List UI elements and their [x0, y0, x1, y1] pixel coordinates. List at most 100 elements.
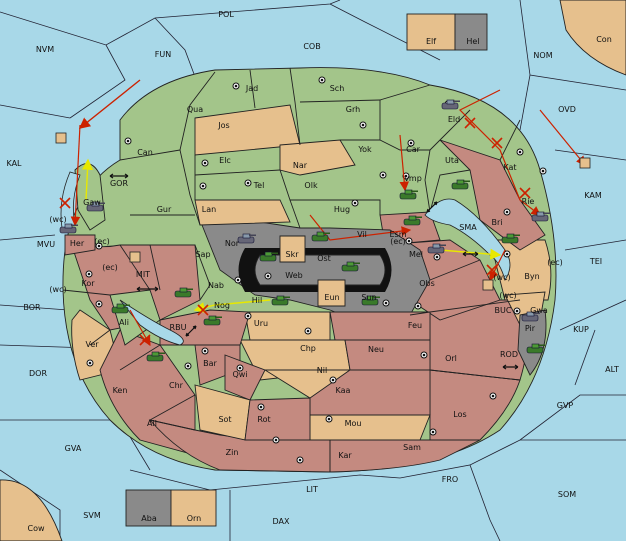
province-label-sot: Sot — [218, 415, 231, 424]
province-rie-shape[interactable] — [439, 139, 546, 251]
province-label-sap: Sap — [195, 250, 210, 259]
sea-label-dor: DOR — [29, 369, 47, 378]
sea-label-som: SOM — [558, 490, 576, 499]
box-orn[interactable] — [170, 489, 217, 527]
move-arrow — [70, 124, 81, 227]
sea-rbu-channel — [119, 299, 184, 346]
province-label-zin: Zin — [226, 448, 239, 457]
province-label-uru: Uru — [254, 319, 268, 328]
province-label-byn: Byn — [524, 272, 539, 281]
sea-label-nvm: NVM — [36, 45, 54, 54]
province-label-vil: Vil — [357, 230, 367, 239]
province-label-sun: Sun — [361, 293, 376, 302]
support-arrow — [439, 248, 502, 260]
supply-center-dot — [320, 78, 324, 82]
move-arrow — [78, 79, 141, 129]
province-label-ali: Ali — [119, 318, 129, 327]
supply-center-dot — [541, 169, 545, 173]
province-label-obs: Obs — [419, 279, 435, 288]
province-neu-shape[interactable] — [344, 339, 431, 371]
province-label-bri: Bri — [492, 218, 503, 227]
province-label-esm: Esm — [389, 230, 406, 239]
supply-center-dot — [435, 255, 439, 259]
box-elf[interactable] — [406, 13, 456, 51]
supply-center-dot — [407, 239, 411, 243]
province-label-nil: Nil — [317, 366, 327, 375]
box-label-orn: Orn — [187, 514, 202, 523]
box-label-elf: Elf — [426, 37, 436, 46]
sea-label-kam: KAM — [584, 191, 602, 200]
province-label-kat: Kat — [503, 163, 516, 172]
province-label-ken: Ken — [113, 386, 128, 395]
supply-center-dot — [491, 394, 495, 398]
province-label-can: Can — [137, 148, 153, 157]
supply-center-dot — [416, 304, 420, 308]
region-ken-chr-ail — [99, 329, 196, 456]
province-label-rie: Rie — [522, 197, 535, 206]
sea-label-gvp: GVP — [557, 401, 574, 410]
supply-center-dot — [203, 349, 207, 353]
province-gaw-shape[interactable] — [74, 163, 106, 231]
supply-center-dot — [384, 301, 388, 305]
province-label-vmp: vmp — [404, 174, 422, 183]
province-label-mou: Mou — [345, 419, 362, 428]
supply-center-dot — [97, 244, 101, 248]
supply-center-dot — [331, 378, 335, 382]
province-lan-shape[interactable] — [194, 199, 291, 226]
supply-center-dot — [87, 272, 91, 276]
province-label-web: Web — [285, 271, 302, 280]
province-rot-shape[interactable] — [244, 397, 311, 441]
supply-center-dot — [238, 366, 242, 370]
province-label-qwi: Qwi — [232, 370, 247, 379]
sea-label-mit: MIT — [136, 270, 150, 279]
supply-center-dot — [201, 184, 205, 188]
land-label-cow: Cow — [27, 524, 44, 533]
province-label-lan: Lan — [202, 205, 216, 214]
province-nar-shape[interactable] — [279, 139, 356, 176]
supply-center-dot — [404, 174, 408, 178]
supply-center-dot — [327, 417, 331, 421]
sea-label-bor: BOR — [23, 303, 41, 312]
province-label-neu: Neu — [368, 345, 384, 354]
sea-label-alt: ALT — [605, 365, 619, 374]
province-skr-shape[interactable] — [279, 235, 306, 263]
province-eun-shape[interactable] — [317, 279, 346, 307]
province-label-bar: Bar — [203, 359, 217, 368]
province-label-pir: Pir — [525, 324, 536, 333]
province-label-jad: Jad — [245, 84, 258, 93]
sea-label-kal: KAL — [6, 159, 22, 168]
supply-center-dot — [246, 314, 250, 318]
coast-label: (wc) — [49, 285, 66, 294]
move-arrow — [458, 89, 541, 216]
supply-center-dot — [422, 353, 426, 357]
sea-label-rbu: RBU — [170, 323, 187, 332]
coast-label: (wc) — [499, 291, 516, 300]
sea-label-mvu: MVU — [37, 240, 55, 249]
province-label-her: Her — [70, 239, 85, 248]
sea-label-ovd: OVD — [558, 105, 576, 114]
province-label-nar: Nar — [293, 161, 308, 170]
box-hel[interactable] — [454, 13, 488, 51]
province-label-eun: Eun — [324, 293, 339, 302]
province-label-uta: Uta — [445, 156, 459, 165]
supply-center-dot — [203, 161, 207, 165]
coast-label: (ec) — [94, 237, 110, 246]
coast-label: (ec) — [390, 237, 406, 246]
province-label-feu: Feu — [408, 321, 422, 330]
province-label-hug: Hug — [334, 205, 350, 214]
supply-center-dot — [298, 458, 302, 462]
province-label-los: Los — [453, 410, 466, 419]
coast-label: (wc) — [493, 273, 510, 282]
dislodge-marks — [59, 117, 531, 346]
supply-center-dot — [381, 173, 385, 177]
supply-center-dot — [88, 361, 92, 365]
province-label-kaa: Kaa — [336, 386, 351, 395]
province-label-nab: Nab — [208, 281, 224, 290]
sea-label-tei: TEI — [589, 257, 602, 266]
province-her-shape[interactable] — [64, 234, 96, 256]
supply-center-dot — [97, 302, 101, 306]
map-labels: POLNVMFUNCOBNOMOVDKAMKALGORMVUBORDORGVAS… — [6, 10, 618, 533]
supply-center-dot — [236, 278, 240, 282]
supply-center-dot — [505, 210, 509, 214]
